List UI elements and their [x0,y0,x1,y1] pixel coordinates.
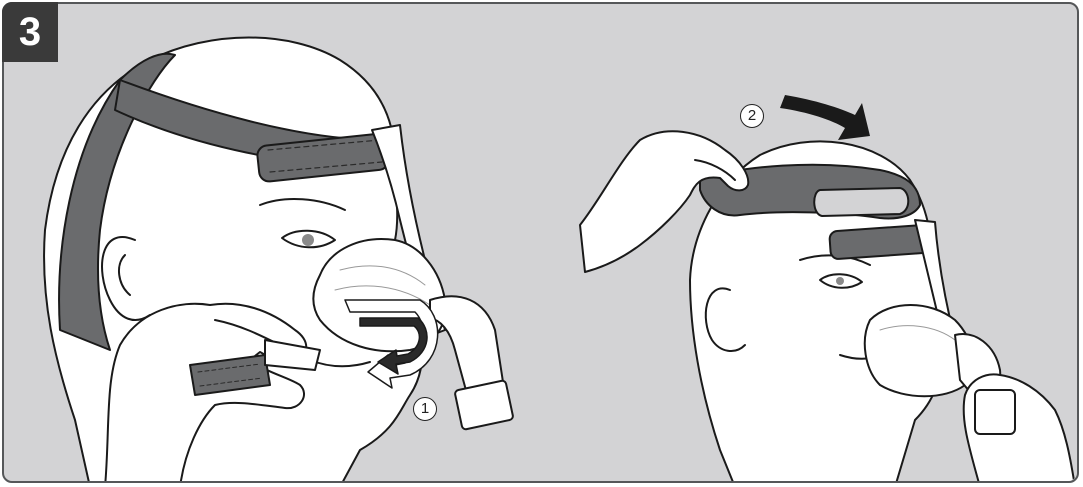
right-lower-hand-illustration [964,374,1075,487]
callout-step-one: 1 [413,397,437,421]
callout-step-two: 2 [740,104,764,128]
step-number-badge: 3 [2,2,58,62]
headgear-direction-arrow [780,95,870,140]
